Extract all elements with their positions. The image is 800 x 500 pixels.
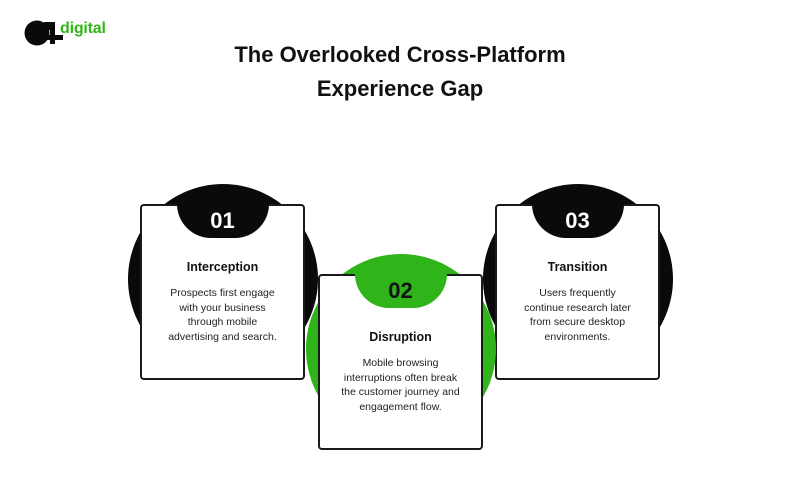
step-3-number: 03	[565, 208, 590, 233]
title-line-2: Experience Gap	[316, 76, 484, 101]
step-1-description: Prospects first engage with your busines…	[168, 287, 277, 343]
step-2-number-tab: 02	[354, 274, 447, 308]
step-1-card: 01 Interception Prospects first engage w…	[140, 204, 305, 380]
step-1-number: 01	[210, 208, 235, 233]
step-3-heading: Transition	[547, 260, 608, 274]
step-2-card: 02 Disruption Mobile browsing interrupti…	[318, 274, 483, 450]
page-title: The Overlooked Cross-Platform Experience…	[100, 38, 700, 106]
step-3-description: Users frequently continue research later…	[524, 287, 631, 343]
logo-text: digital	[60, 20, 106, 37]
title-line-1: The Overlooked Cross-Platform	[234, 42, 566, 67]
step-1-heading: Interception	[186, 260, 259, 274]
brand-logo: digital	[24, 18, 124, 48]
step-3-number-tab: 03	[531, 204, 624, 238]
step-3-card: 03 Transition Users frequently continue …	[495, 204, 660, 380]
step-2-heading: Disruption	[369, 330, 432, 344]
step-2-description: Mobile browsing interruptions often brea…	[341, 357, 460, 413]
step-2-number: 02	[388, 278, 413, 303]
logo-mark-icon	[24, 20, 63, 46]
step-1-number-tab: 01	[176, 204, 269, 238]
